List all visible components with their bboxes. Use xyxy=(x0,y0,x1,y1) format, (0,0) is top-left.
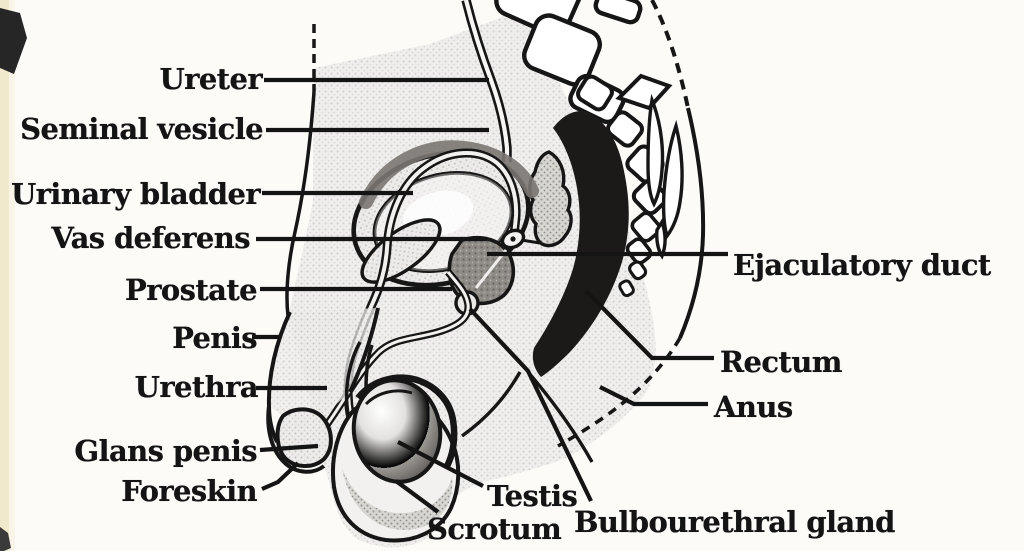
label-glans-penis: Glans penis xyxy=(74,434,257,468)
label-seminal-vesicle: Seminal vesicle xyxy=(20,112,263,146)
label-scrotum: Scrotum xyxy=(427,512,562,546)
epididymis-shape xyxy=(355,374,458,470)
label-penis: Penis xyxy=(172,321,258,355)
label-anus: Anus xyxy=(714,390,793,424)
perineum-contours xyxy=(461,370,594,463)
ejaculatory-duct-tube xyxy=(474,249,508,289)
label-ureter: Ureter xyxy=(159,62,262,96)
rectum-shape xyxy=(532,110,629,378)
leader-anus xyxy=(599,385,708,407)
sacral-processes xyxy=(646,93,684,260)
urethra-tube xyxy=(300,269,472,459)
label-ejaculatory-duct: Ejaculatory duct xyxy=(733,248,991,282)
label-urethra: Urethra xyxy=(134,370,259,404)
glans-penis-shape xyxy=(275,407,333,468)
foreskin-shape xyxy=(266,405,326,474)
label-foreskin: Foreskin xyxy=(121,474,257,508)
label-bulbourethral-gland: Bulbourethral gland xyxy=(574,505,895,539)
leader-rectum xyxy=(584,289,714,361)
scan-artifacts xyxy=(0,0,27,551)
leader-scrotum xyxy=(394,479,440,514)
back-contour xyxy=(557,0,706,448)
label-testis: Testis xyxy=(487,479,578,513)
label-vas-deferens: Vas deferens xyxy=(51,221,250,255)
label-urinary-bladder: Urinary bladder xyxy=(10,177,261,211)
leader-foreskin xyxy=(261,461,300,491)
leader-lines xyxy=(252,77,728,514)
leader-bulbourethral-gland xyxy=(468,307,593,502)
label-prostate: Prostate xyxy=(125,273,258,307)
leader-testis xyxy=(397,440,484,488)
ureter-tube xyxy=(461,0,512,162)
label-rectum: Rectum xyxy=(720,345,842,379)
leader-glans-penis xyxy=(259,443,319,453)
